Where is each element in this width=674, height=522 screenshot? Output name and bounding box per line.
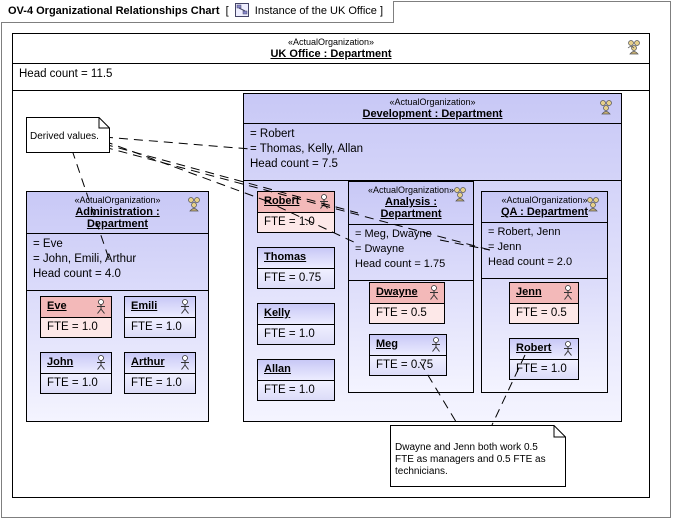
person-icon [97,299,105,314]
anchor-line-analysis [103,143,359,214]
analysis-line2: = Dwayne [355,243,405,255]
member-john[interactable]: John FTE = 1.0 [40,352,112,394]
anchor-line-administration [71,149,111,263]
anchor-line-robert [103,140,265,201]
member-meg[interactable]: Meg FTE = 0.75 [369,334,447,376]
fte-note-shape [390,425,566,487]
member-arthur[interactable]: Arthur FTE = 1.0 [124,352,196,394]
member-dwayne[interactable]: Dwayne FTE = 0.5 [369,282,445,324]
administration-line1: = Eve [33,238,63,250]
administration-head-count: Head count = 4.0 [33,268,121,280]
analysis-name-line2: Department [380,208,442,220]
person-icon [432,337,440,352]
development-name: Development : Department [362,108,503,120]
organization-icon [188,197,200,212]
development-line1: = Robert [250,128,295,140]
person-icon [564,285,572,300]
qa-stereotype: «ActualOrganization» [501,195,588,205]
anchor-line-analysis-qa [439,239,491,251]
administration-stereotype: «ActualOrganization» [74,195,161,205]
development-stereotype: «ActualOrganization» [389,97,476,107]
member-thomas[interactable]: Thomas FTE = 0.75 [257,247,335,289]
organization-icon [600,100,612,115]
analysis-line1: = Meg, Dwayne [355,228,432,240]
analysis-head-count: Head count = 1.75 [355,258,446,270]
qa-line1: = Robert, Jenn [488,226,561,238]
person-icon [430,285,438,300]
qa-name: QA : Department [501,206,588,218]
member-emili[interactable]: Emili FTE = 1.0 [124,296,196,338]
anchor-line-robert-qa [491,354,526,426]
person-icon [97,355,105,370]
organization-icon [454,187,466,202]
uk-office-name: UK Office : Department [270,48,392,60]
diagram-icon [234,3,249,17]
derived-note[interactable]: Derived values. [30,131,99,142]
organization-icon [627,40,640,55]
qa-head-count: Head count = 2.0 [488,256,573,268]
analysis-stereotype: «ActualOrganization» [367,185,455,195]
anchor-line-qa [103,146,491,251]
anchor-line-meg [419,361,459,426]
qa-line2: = Jenn [488,241,522,253]
member-allan[interactable]: Allan FTE = 1.0 [257,359,335,401]
administration-name-line1: Administration : [75,206,160,218]
uk-office-stereotype: «ActualOrganization» [287,37,375,47]
fte-note[interactable]: Dwayne and Jenn both work 0.5 FTE as man… [395,442,546,477]
person-icon [181,355,189,370]
person-icon [181,299,189,314]
organization-icon [587,197,599,212]
diagram-context: Instance of the UK Office [254,5,377,17]
member-robert-dev[interactable]: Robert FTE = 1.0 [257,191,335,233]
uk-office-head-count: Head count = 11.5 [19,68,113,80]
person-icon [320,194,328,209]
analysis-name-line1: Analysis : [385,196,437,208]
member-kelly[interactable]: Kelly FTE = 1.0 [257,303,335,345]
member-jenn[interactable]: Jenn FTE = 0.5 [509,282,579,324]
member-eve[interactable]: Eve FTE = 1.0 [40,296,112,338]
diagram-title-tab[interactable]: OV-4 Organizational Relationships Chart … [1,1,394,23]
member-robert-qa[interactable]: Robert FTE = 1.0 [509,338,579,380]
person-icon [564,341,572,356]
development-line2: = Thomas, Kelly, Allan [250,143,364,155]
derived-note-shape [26,117,110,153]
anchor-line-dev-analysis [263,199,359,245]
diagram-title: OV-4 Organizational Relationships Chart [8,5,220,17]
administration-line2: = John, Emili, Arthur [33,253,137,265]
development-head-count: Head count = 7.5 [250,158,338,170]
anchor-line-development [103,136,251,150]
administration-name-line2: Department [86,218,149,230]
